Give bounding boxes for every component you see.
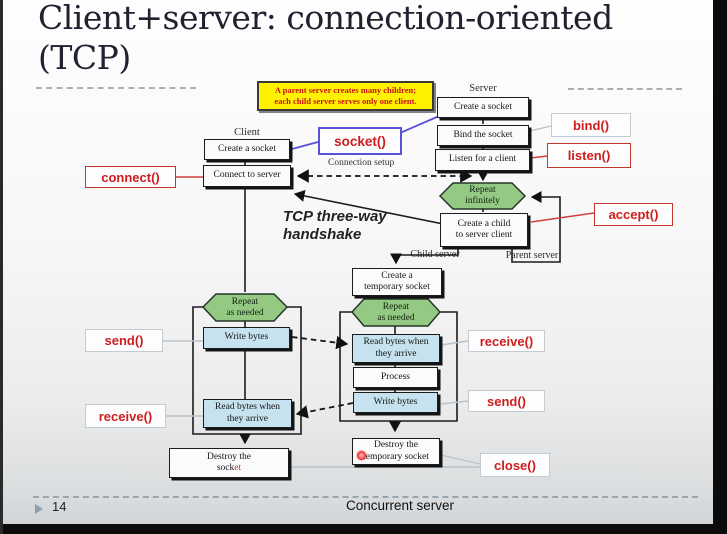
accept-label-line — [530, 212, 595, 223]
send-server-label-line — [440, 400, 469, 405]
close-api-label: close() — [480, 453, 550, 477]
server-process-text: Process — [380, 371, 411, 382]
laser-pointer-dot — [357, 451, 366, 460]
socket-api-label: socket() — [318, 127, 402, 155]
page-title: Client+server: connection-oriented (TCP) — [38, 0, 613, 78]
connection-setup-label: Connection setup — [328, 158, 395, 168]
send-server-api-label: send() — [468, 390, 545, 412]
server-listen-box: Listen for a client — [435, 149, 530, 171]
send-client-api-label: send() — [85, 329, 163, 352]
left-edge-line — [0, 0, 3, 534]
child-server-branch-arrow — [390, 247, 459, 265]
server-destroy-box: Destroy the temporary socket — [352, 438, 440, 465]
client-destroy-box: Destroy the socket — [169, 448, 289, 478]
server-bind-box: Bind the socket — [437, 125, 529, 146]
server-read-bytes-box: Read bytes when they arrive — [352, 334, 440, 363]
footer-divider — [33, 496, 698, 498]
receive-client-api-label: receive() — [85, 404, 166, 428]
server-create-socket-box: Create a socket — [437, 97, 529, 118]
parent-server-loop-arrow — [511, 191, 561, 263]
page-title-line2: (TCP) — [38, 38, 131, 77]
page-title-line1: Client+server: connection-oriented — [38, 0, 613, 37]
listen-label-line — [529, 155, 549, 159]
note-box: A parent server creates many children; e… — [257, 81, 434, 111]
client-connect-text: Connect to server — [213, 170, 281, 181]
connect-api-label: connect() — [85, 166, 176, 188]
bottom-letterbox-bar — [0, 524, 727, 534]
accept-api-label: accept() — [594, 203, 673, 226]
bind-label-line — [529, 125, 552, 132]
listen-api-label: listen() — [547, 143, 631, 168]
server-listen-text: Listen for a client — [448, 154, 517, 165]
server-loop-outline — [339, 311, 458, 422]
receive-server-api-label: receive() — [468, 330, 545, 352]
page-number: 14 — [52, 499, 67, 514]
create-temp-socket-box: Create a temporary socket — [352, 268, 442, 296]
server-write-bytes-box: Write bytes — [353, 392, 438, 413]
divider-dashed-left — [36, 87, 196, 89]
client-read-bytes-box: Read bytes when they arrive — [203, 399, 292, 428]
server-bind-text: Bind the socket — [453, 129, 513, 140]
server-repeat-hexagon-text: Repeat as needed — [377, 301, 415, 323]
footer-caption: Concurrent server — [345, 498, 455, 513]
client-connect-box: Connect to server — [203, 165, 291, 187]
client-create-socket-box: Create a socket — [204, 139, 290, 160]
client-create-socket-text: Create a socket — [217, 143, 277, 154]
server-create-socket-text: Create a socket — [453, 101, 513, 112]
right-letterbox-bar — [713, 0, 727, 534]
divider-dashed-right — [568, 88, 682, 90]
tcp-handshake-label: TCP three-way handshake — [283, 208, 387, 243]
server-column-label: Server — [469, 83, 497, 94]
page-number-bullet-icon — [35, 504, 43, 514]
bind-api-label: bind() — [551, 113, 631, 137]
create-child-box: Create a child to server client — [440, 213, 528, 247]
client-write-bytes-box: Write bytes — [203, 327, 290, 349]
client-repeat-hexagon-text: Repeat as needed — [226, 296, 264, 318]
note-line2: each child server serves only one client… — [274, 96, 417, 106]
client-column-label: Client — [234, 127, 260, 138]
server-write-to-client-read-arrow — [295, 402, 354, 419]
close-label-line-server — [440, 454, 481, 465]
note-line1: A parent server creates many children; — [274, 85, 417, 95]
server-process-box: Process — [353, 367, 438, 388]
server-write-bytes-text: Write bytes — [373, 396, 418, 407]
repeat-infinitely-hexagon-text: Repeat infinitely — [465, 185, 500, 206]
parent-server-label: Parent server — [505, 250, 559, 261]
socket-to-client-line — [291, 141, 319, 150]
client-write-bytes-text: Write bytes — [224, 332, 269, 343]
receive-server-label-line — [440, 340, 469, 346]
